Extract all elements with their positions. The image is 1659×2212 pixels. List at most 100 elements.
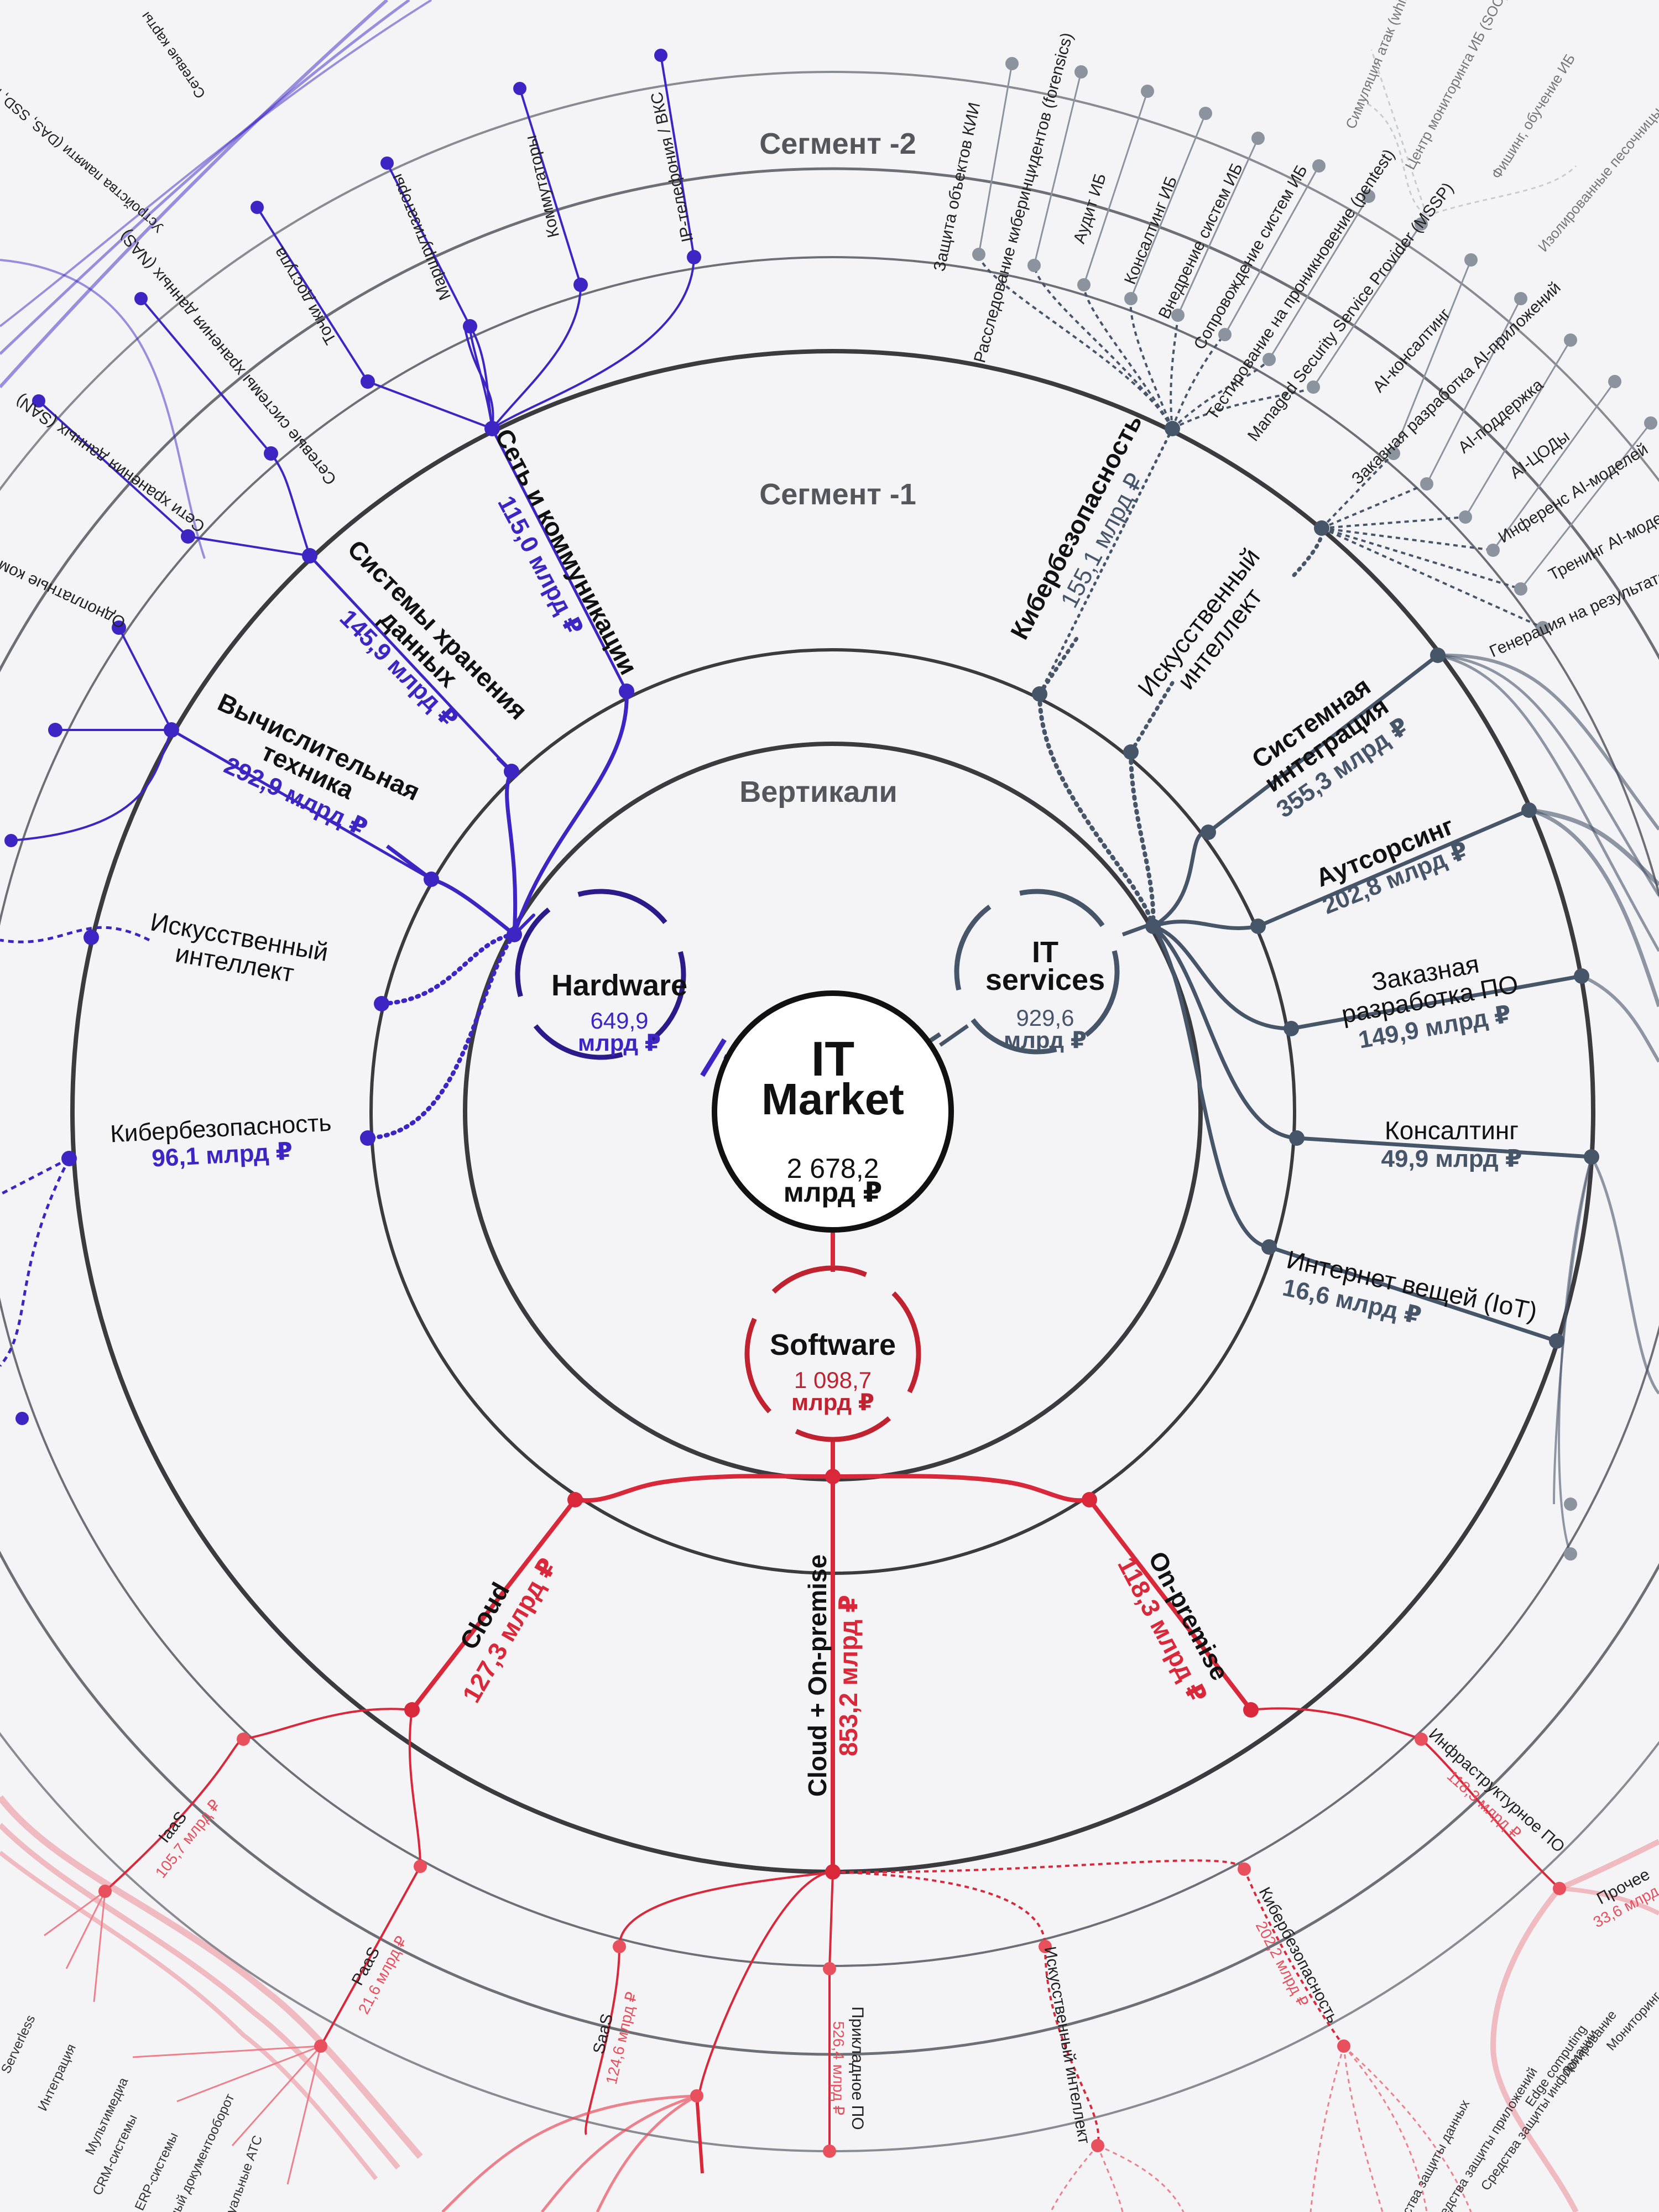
- fan-6: [231, 2046, 322, 2146]
- hybrid-to-security: [832, 1859, 1245, 1874]
- node-hybrid-out: [825, 1864, 841, 1880]
- branch-integration-tail: [1207, 654, 1439, 834]
- branch-outsourcing: [1152, 920, 1259, 930]
- node-applied-out: [823, 2145, 836, 2158]
- fan-22: [1097, 2145, 1124, 2212]
- node-onprem-in: [1082, 1492, 1097, 1507]
- infra-leaf: [1420, 1738, 1561, 1890]
- fan-4: [132, 2045, 321, 2058]
- sleaf-faint-1: [1360, 98, 1427, 217]
- node-consulting-out: [1584, 1149, 1599, 1165]
- services-nodes: [1032, 421, 1599, 1349]
- branch-custom-dev: [1152, 924, 1292, 1031]
- fan-1: [44, 1890, 106, 1937]
- node-ai-out: [1091, 2139, 1104, 2152]
- branch-ai-tail: [1129, 681, 1175, 754]
- services-value-line2: млрд ₽: [1004, 1027, 1087, 1053]
- net-to-access: [367, 380, 493, 430]
- node-security-out: [1337, 2039, 1350, 2053]
- branch-iot: [1151, 925, 1270, 1249]
- node-routers: [463, 319, 477, 333]
- ring-label-verticals: Вертикали: [739, 775, 898, 808]
- ai-1: [1321, 452, 1395, 529]
- branch-cloud-tail: [410, 1498, 577, 1712]
- leaf-ip: [660, 55, 695, 258]
- stor-stem: [309, 555, 513, 773]
- label-hybrid-value: 853,2 млрд ₽: [834, 1595, 863, 1756]
- hardware-root: [513, 914, 535, 936]
- leaf-bundle-3: [0, 0, 432, 327]
- hybrid-to-ai: [832, 1871, 1046, 1947]
- node-cloud-in: [567, 1492, 583, 1507]
- node-storage-in: [504, 764, 519, 779]
- net-stem: [491, 427, 628, 692]
- fan-21: [1050, 2145, 1099, 2212]
- branch-cloud: [575, 1474, 833, 1503]
- node-compute-leaf: [48, 723, 62, 737]
- hybrid-to-applied: [828, 1871, 834, 1969]
- leaf-node-28: [1564, 1498, 1577, 1511]
- node-iot-out: [1549, 1333, 1564, 1349]
- branch-security: [366, 932, 517, 1140]
- node-hardware-root: [507, 927, 522, 942]
- software-nodes: [404, 1469, 1259, 1880]
- ai-leaf: [1044, 1946, 1100, 2146]
- center-value-line1: 2 678,2: [787, 1153, 879, 1184]
- node-security-in: [1032, 686, 1047, 702]
- node-leaf-access: [251, 201, 264, 214]
- software-subnodes: [98, 1733, 1566, 2158]
- node-ai-in: [1123, 744, 1139, 760]
- ring-segment2-outer: [0, 168, 1659, 2056]
- sleaf-6: [1224, 165, 1320, 335]
- sec-8: [1172, 386, 1314, 430]
- branch-compute: [431, 877, 516, 936]
- node-iaas-out: [98, 1885, 112, 1898]
- node-leaf-switches: [513, 82, 526, 95]
- center-title-line1: IT: [811, 1031, 854, 1086]
- ring-label-segment2: Сегмент -2: [759, 127, 916, 160]
- branch-ai-seg2: [1292, 526, 1324, 577]
- services-leaf-lines: [978, 49, 1652, 589]
- node-ai-in: [1039, 1940, 1052, 1953]
- comp-to-edge: [11, 729, 173, 842]
- node-saas-in: [613, 1940, 626, 1953]
- node-paas-out: [314, 2039, 327, 2053]
- stor-to-san: [187, 535, 310, 557]
- sleaf-2: [1033, 71, 1082, 266]
- branch-integration: [1152, 830, 1209, 928]
- sub-applied: Прикладное ПО 526,4 млрд ₽: [830, 2006, 867, 2130]
- comp-stem: [170, 728, 432, 881]
- sleaf-faint-3: [1370, 49, 1428, 216]
- node-network-in: [619, 684, 634, 699]
- net-to-ip: [491, 257, 695, 430]
- paas-leaf: [320, 1866, 421, 2047]
- ring-label-segment1: Сегмент -1: [759, 478, 916, 511]
- fan-17: [1343, 2046, 1384, 2212]
- cloud-to-paas: [408, 1709, 421, 1867]
- leaf-node-29: [1564, 1547, 1577, 1561]
- node-security-in: [360, 1130, 375, 1146]
- node-cloud-out: [404, 1702, 420, 1718]
- node-applied-in: [823, 1962, 836, 1975]
- cons-bundle-1: [1590, 1156, 1659, 1395]
- services-branches: [938, 254, 1659, 1554]
- sleaf-11: [1464, 340, 1572, 518]
- sleaf-10: [1426, 298, 1522, 484]
- sleaf-12: [1492, 381, 1616, 551]
- node-nas: [264, 446, 278, 461]
- node-infra-out: [1553, 1882, 1566, 1895]
- node-iaas-in: [237, 1733, 250, 1746]
- hardware-title: Hardware: [551, 969, 687, 1002]
- label-hybrid: Cloud + On-premise 853,2 млрд ₽: [803, 1554, 863, 1797]
- cons-bundle-3: [1553, 1156, 1593, 1505]
- fan-18: [1310, 2046, 1345, 2212]
- sleaf-1: [978, 63, 1013, 255]
- branch-custom-dev-tail: [1291, 974, 1582, 1031]
- software-value-line2: млрд ₽: [791, 1389, 874, 1415]
- int-bundle-2: [1437, 654, 1659, 897]
- branch-onprem: [832, 1474, 1090, 1503]
- node-network-out: [484, 421, 500, 436]
- security-leaf: [1243, 1869, 1345, 2047]
- node-leaf-san: [32, 394, 45, 408]
- node-integration-in: [1201, 825, 1216, 840]
